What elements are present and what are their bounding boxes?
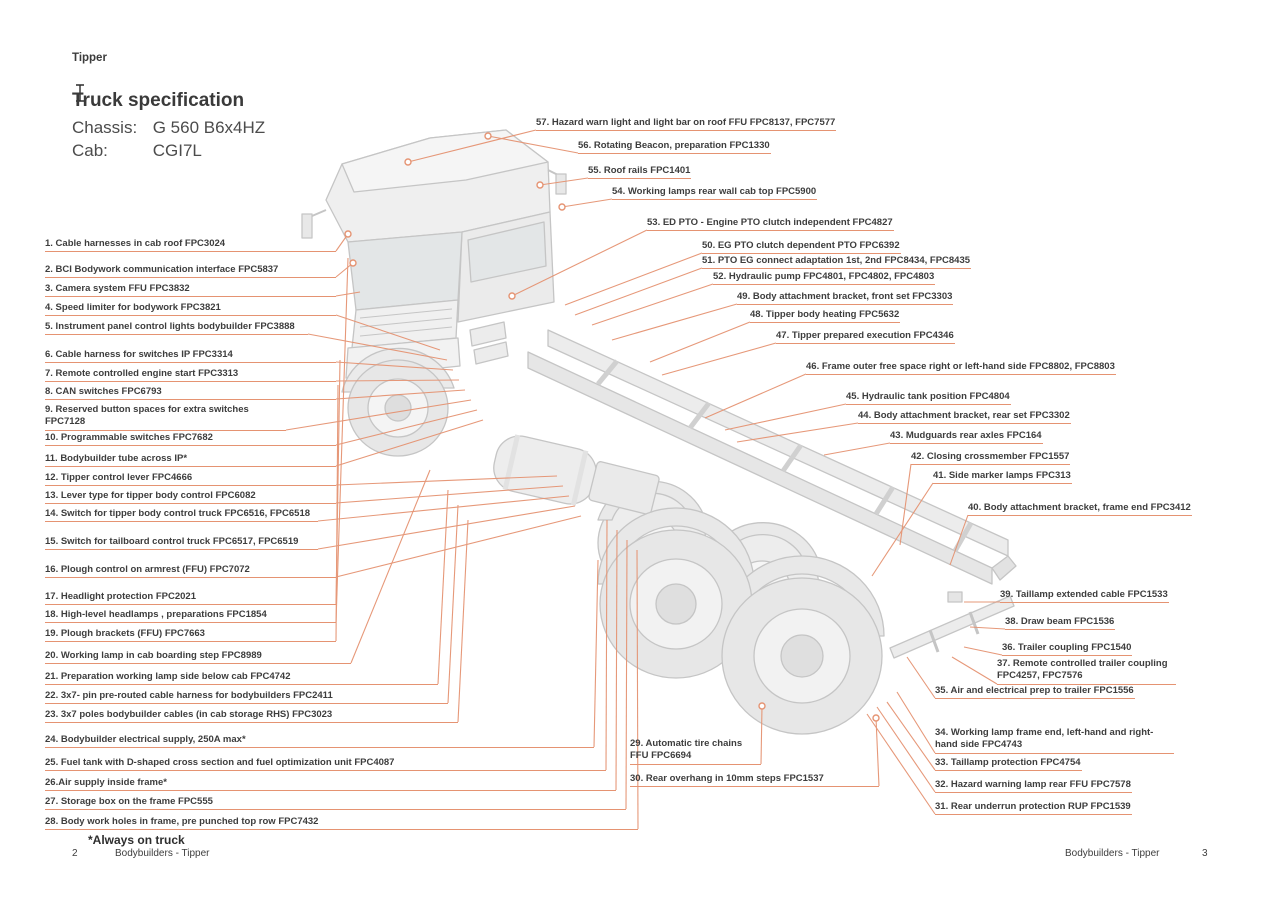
callout-label-49: 49. Body attachment bracket, front set F… [737,291,954,306]
callout-label-23: 23. 3x7 poles bodybuilder cables (in cab… [45,709,458,724]
chassis-spec: Chassis: G 560 B6x4HZ [72,118,265,138]
callout-label-30: 30. Rear overhang in 10mm steps FPC1537 [630,773,879,788]
callout-label-18: 18. High-level headlamps , preparations … [45,609,336,624]
callout-label-4: 4. Speed limiter for bodywork FPC3821 [45,302,336,317]
callout-label-9: 9. Reserved button spaces for extra swit… [45,404,286,431]
callout-label-47: 47. Tipper prepared execution FPC4346 [776,330,955,345]
callout-label-48: 48. Tipper body heating FPC5632 [750,309,901,324]
callout-label-21: 21. Preparation working lamp side below … [45,671,438,686]
always-on-truck-note: *Always on truck [88,833,185,847]
callout-label-36: 36. Trailer coupling FPC1540 [1002,642,1133,657]
callout-markers [344,132,880,722]
callout-label-43: 43. Mudguards rear axles FPC164 [890,430,1043,445]
callout-label-5: 5. Instrument panel control lights bodyb… [45,321,308,336]
callout-label-7: 7. Remote controlled engine start FPC331… [45,368,336,383]
callout-label-52: 52. Hydraulic pump FPC4801, FPC4802, FPC… [713,271,936,286]
callout-label-46: 46. Frame outer free space right or left… [806,361,1116,376]
text-cursor [76,84,84,102]
callout-label-20: 20. Working lamp in cab boarding step FP… [45,650,351,665]
cab-spec: Cab: CGI7L [72,141,202,161]
callout-label-8: 8. CAN switches FPC6793 [45,386,336,401]
callout-label-27: 27. Storage box on the frame FPC555 [45,796,626,811]
page-number-left: 2 [72,848,78,859]
footer-text-right: Bodybuilders - Tipper [1065,848,1160,859]
callout-label-29: 29. Automatic tire chains FFU FPC6694 [630,738,761,765]
callout-label-37: 37. Remote controlled trailer coupling F… [997,658,1176,685]
page-number-right: 3 [1202,848,1208,859]
truck-illustration [301,129,1017,735]
callout-label-3: 3. Camera system FFU FPC3832 [45,283,336,298]
callout-label-12: 12. Tipper control lever FPC4666 [45,472,336,487]
callout-label-14: 14. Switch for tipper body control truck… [45,508,318,523]
callout-label-51: 51. PTO EG connect adaptation 1st, 2nd F… [702,255,972,270]
page-title: Truck specification [72,90,245,111]
callout-label-1: 1. Cable harnesses in cab roof FPC3024 [45,238,336,253]
callout-label-26: 26.Air supply inside frame* [45,777,616,792]
callout-label-25: 25. Fuel tank with D-shaped cross sectio… [45,757,606,772]
cab-label: Cab: [72,141,108,160]
callout-label-35: 35. Air and electrical prep to trailer F… [935,685,1135,700]
callout-label-19: 19. Plough brackets (FFU) FPC7663 [45,628,336,643]
callout-label-24: 24. Bodybuilder electrical supply, 250A … [45,734,594,749]
callout-label-39: 39. Taillamp extended cable FPC1533 [1000,589,1169,604]
callout-label-38: 38. Draw beam FPC1536 [1005,616,1116,631]
callout-label-34: 34. Working lamp frame end, left-hand an… [935,727,1174,754]
callout-label-28: 28. Body work holes in frame, pre punche… [45,816,638,831]
callout-label-33: 33. Taillamp protection FPC4754 [935,757,1082,772]
callout-label-31: 31. Rear underrun protection RUP FPC1539 [935,801,1132,816]
callout-label-45: 45. Hydraulic tank position FPC4804 [846,391,1011,406]
callout-label-6: 6. Cable harness for switches IP FPC3314 [45,349,336,364]
callout-label-10: 10. Programmable switches FPC7682 [45,432,336,447]
callout-label-41: 41. Side marker lamps FPC313 [933,470,1072,485]
callout-label-16: 16. Plough control on armrest (FFU) FPC7… [45,564,336,579]
callout-label-56: 56. Rotating Beacon, preparation FPC1330 [578,140,771,155]
callout-label-55: 55. Roof rails FPC1401 [588,165,692,180]
callout-label-42: 42. Closing crossmember FPC1557 [911,451,1071,466]
footer-text-left: Bodybuilders - Tipper [115,848,210,859]
callout-label-50: 50. EG PTO clutch dependent PTO FPC6392 [702,240,901,255]
callout-leader-lines [285,129,1006,830]
callout-label-22: 22. 3x7- pin pre-routed cable harness fo… [45,690,448,705]
callout-label-15: 15. Switch for tailboard control truck F… [45,536,318,551]
callout-label-53: 53. ED PTO - Engine PTO clutch independe… [647,217,894,232]
callout-label-2: 2. BCI Bodywork communication interface … [45,264,336,279]
callout-label-44: 44. Body attachment bracket, rear set FP… [858,410,1071,425]
callout-label-13: 13. Lever type for tipper body control F… [45,490,336,505]
chassis-value: G 560 B6x4HZ [152,118,266,137]
callout-label-17: 17. Headlight protection FPC2021 [45,591,336,606]
chassis-label: Chassis: [72,118,138,137]
callout-label-57: 57. Hazard warn light and light bar on r… [536,117,837,132]
callout-label-11: 11. Bodybuilder tube across IP* [45,453,336,468]
doc-tag: Tipper [72,52,107,64]
cab-value: CGI7L [152,141,202,160]
callout-label-32: 32. Hazard warning lamp rear FFU FPC7578 [935,779,1132,794]
callout-label-54: 54. Working lamps rear wall cab top FPC5… [612,186,818,201]
callout-label-40: 40. Body attachment bracket, frame end F… [968,502,1192,517]
